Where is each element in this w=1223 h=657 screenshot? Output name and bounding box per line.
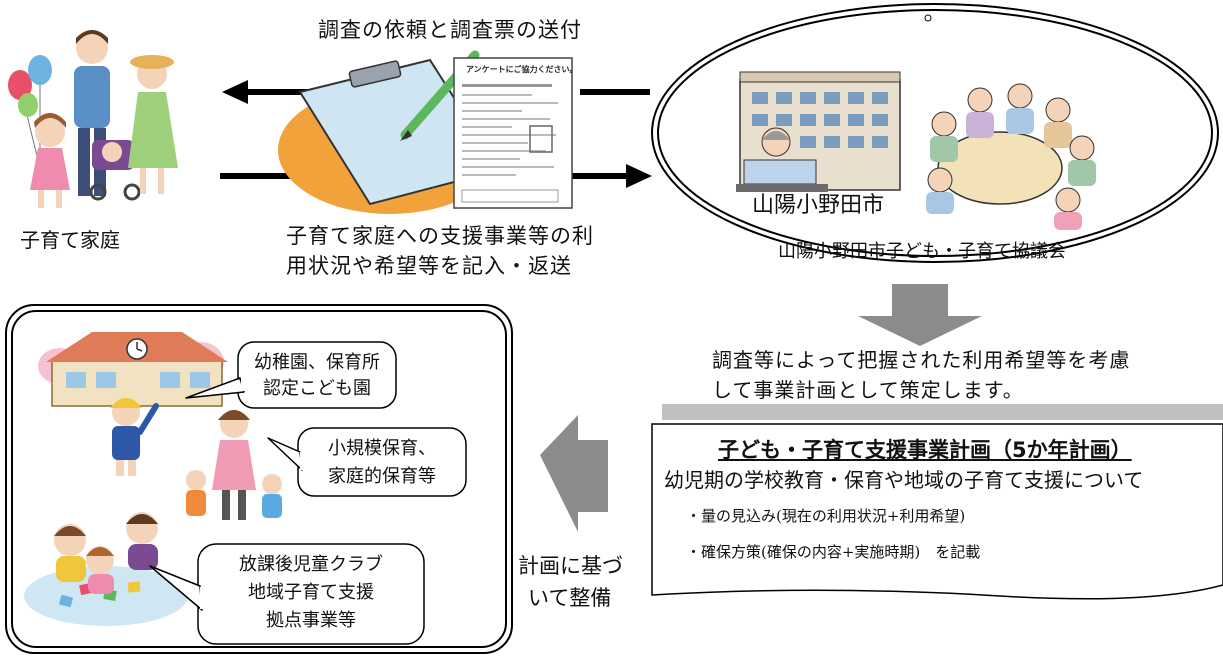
develop-label-line1: 計画に基づ: [518, 554, 623, 578]
city-hall-illustration: [736, 71, 901, 192]
family-illustration: [8, 30, 178, 208]
council-name: 山陽小野田市子ども・子育て協議会: [778, 241, 1066, 262]
family-label: 子育て家庭: [20, 228, 120, 252]
bubble-small-scale-line1: 小規模保育、: [328, 438, 436, 459]
plan-subtitle: 幼児期の学校教育・保育や地域の子育て支援について: [664, 468, 1144, 492]
city-oval: [651, 3, 1219, 263]
plan-title: 子ども・子育て支援事業計画（5か年計画）: [718, 438, 1132, 462]
speech-bubble-after-school: [149, 543, 425, 645]
kindergarten-illustration: [38, 332, 228, 407]
return-arrow: [220, 164, 652, 188]
speech-bubble-small-scale: [267, 427, 467, 497]
bubble-after-school-line1: 放課後児童クラブ: [239, 554, 383, 575]
clipboard-illustration: [278, 50, 502, 214]
bubble-small-scale-line2: 家庭的保育等: [328, 466, 436, 487]
child-illustration: [110, 398, 159, 476]
caregiver-illustration: [186, 410, 282, 520]
left-arrow: [540, 415, 608, 532]
planning-text-line2: して事業計画として策定します。: [712, 378, 1024, 402]
city-name: 山陽小野田市: [752, 193, 885, 218]
bubble-after-school-line3: 拠点事業等: [266, 610, 356, 631]
planning-text-line1: 調査等によって把握された利用希望等を考慮: [712, 348, 1131, 372]
survey-sheet-title: アンケートにご協力ください。: [466, 65, 578, 74]
survey-sheet: [453, 57, 573, 209]
bubble-kindergarten-line2: 認定こども園: [263, 378, 371, 399]
bubble-after-school-line2: 地域子育て支援: [248, 582, 374, 603]
speech-bubble-kindergarten: [185, 341, 397, 409]
playing-children-illustration: [24, 512, 188, 626]
develop-label-line2: いて整備: [528, 586, 612, 610]
return-label-line1: 子育て家庭への支援事業等の利: [286, 224, 594, 248]
survey-request-label: 調査の依頼と調査票の送付: [318, 18, 582, 42]
bubble-kindergarten-line1: 幼稚園、保育所: [254, 352, 380, 373]
return-label-line2: 用状況や希望等を記入・返送: [286, 254, 572, 278]
plan-item-demand: ・量の見込み(現在の利用状況+利用希望): [686, 507, 966, 525]
plan-item-supply: ・確保方策(確保の内容+実施時期) を記載: [686, 543, 981, 561]
down-arrow: [858, 284, 982, 346]
plan-box-frame: [651, 404, 1223, 600]
council-meeting-illustration: [926, 83, 1096, 230]
